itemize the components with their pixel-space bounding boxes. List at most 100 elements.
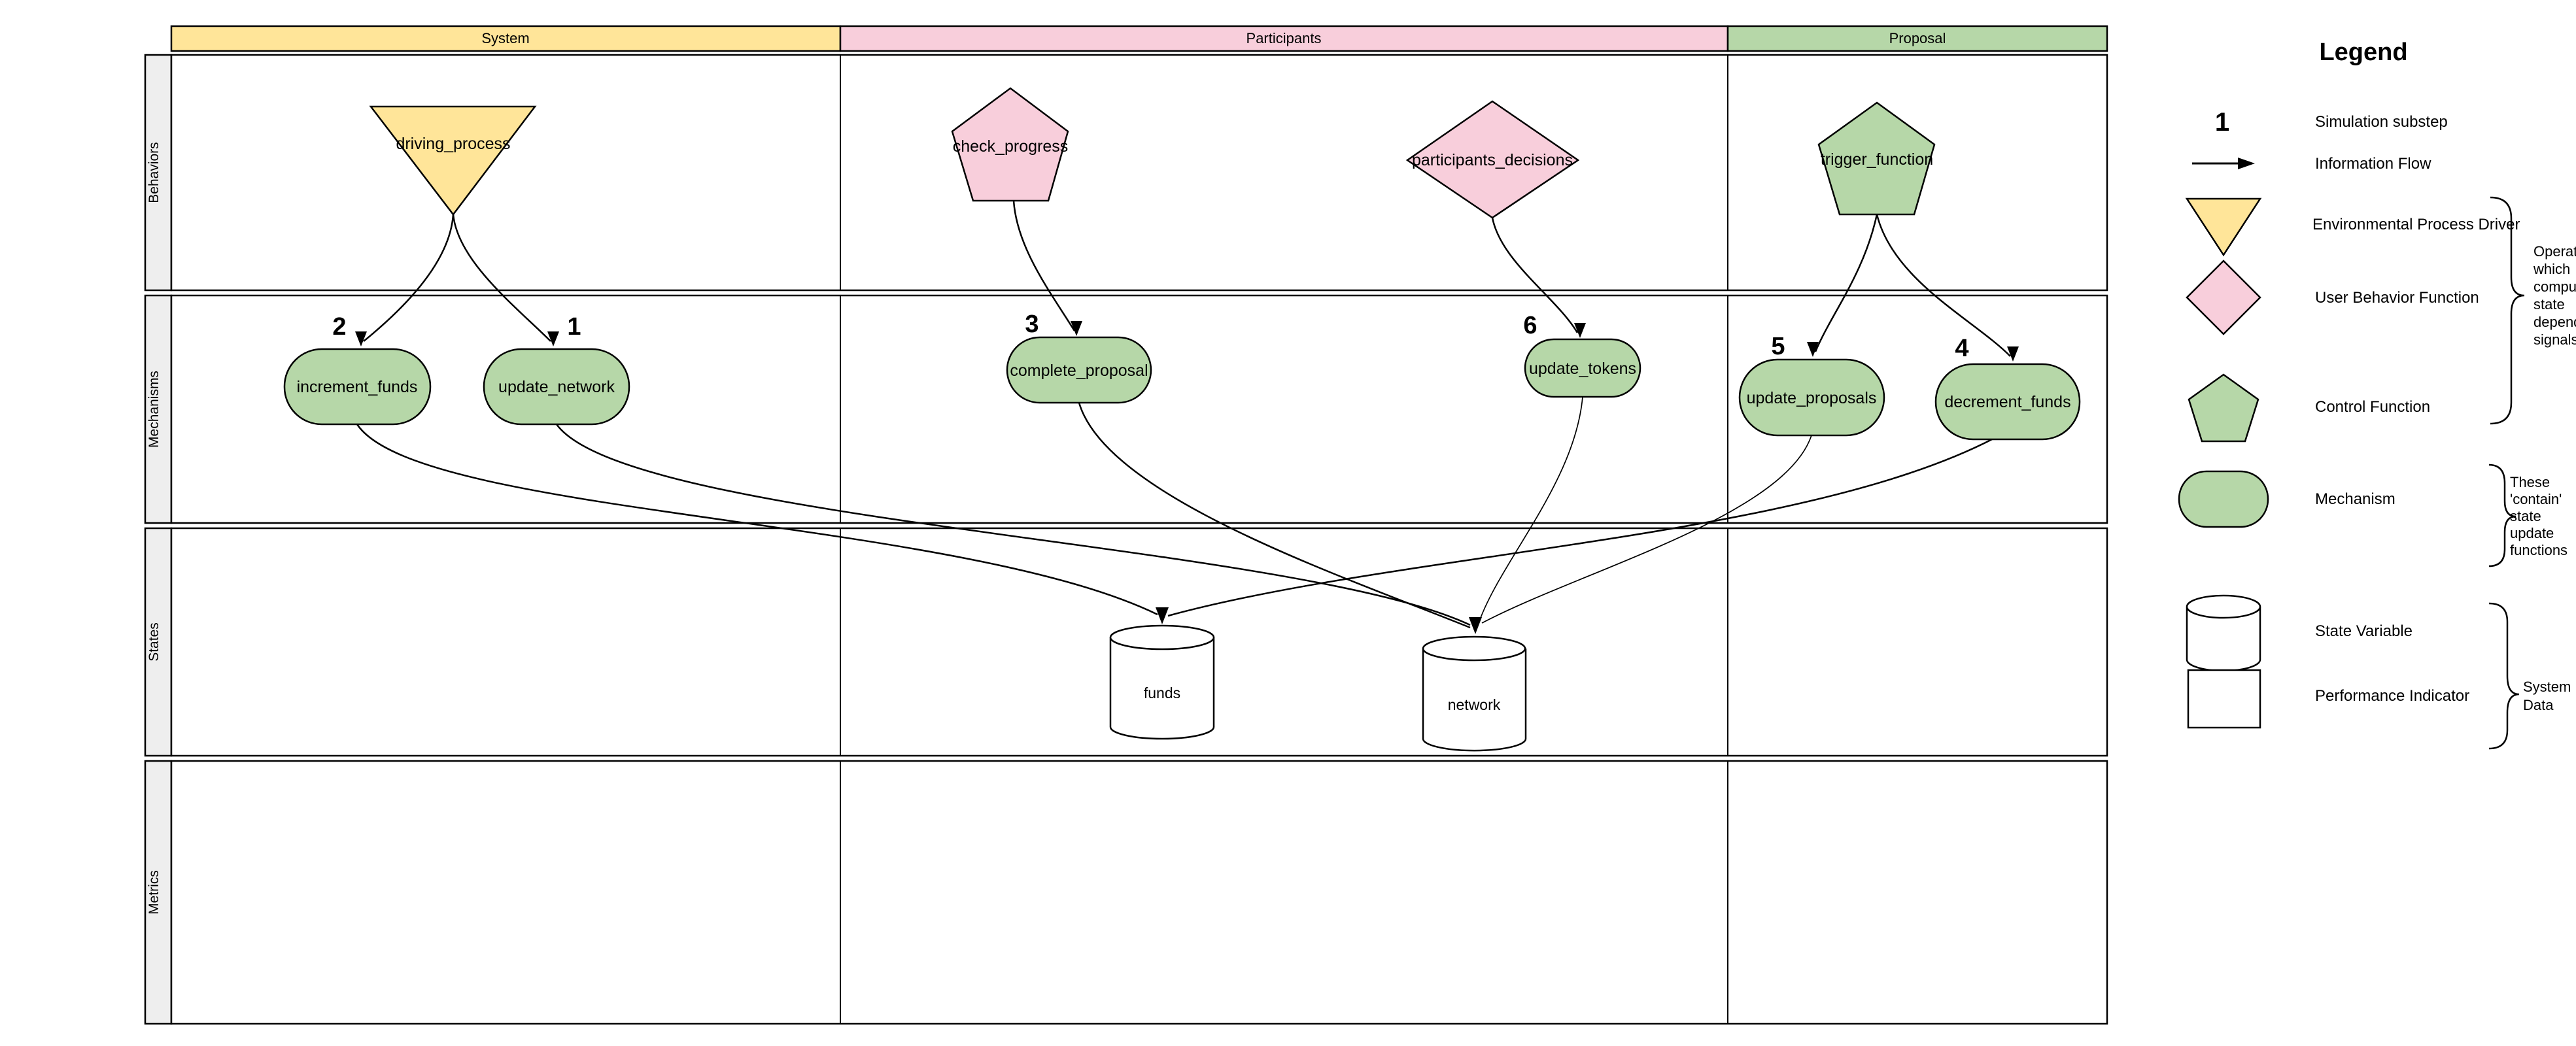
edge-trigger_function-update_proposals[interactable]	[1814, 214, 1878, 352]
substep-number: 2	[332, 313, 346, 341]
node-trigger-function-label: trigger_function	[1821, 150, 1933, 169]
arrowhead	[2007, 346, 2019, 362]
legend: Legend 1 Simulation substep Information …	[2178, 39, 2576, 750]
node-increment-funds-label: increment_funds	[297, 378, 418, 396]
node-update-network[interactable]	[483, 348, 630, 426]
edge-update_tokens-network[interactable]	[1477, 396, 1583, 626]
row-label-box-metrics[interactable]	[144, 760, 173, 1025]
node-funds[interactable]: funds	[1109, 624, 1215, 740]
arrowhead	[1156, 607, 1169, 624]
stadium-icon[interactable]	[2178, 470, 2269, 528]
node-network[interactable]: network	[1422, 635, 1527, 752]
edge-check_progress-complete_proposal[interactable]	[1012, 200, 1076, 331]
legend-item-label: User Behavior Function	[2315, 289, 2479, 307]
edge-driving_process-increment_funds[interactable]	[363, 214, 455, 342]
arrowhead	[1071, 321, 1082, 336]
edge-participants_decisions-update_tokens[interactable]	[1491, 217, 1579, 333]
cylinder-icon[interactable]	[2186, 594, 2261, 672]
legend-item-label: Control Function	[2315, 398, 2430, 416]
node-check-progress[interactable]	[951, 87, 1069, 202]
node-complete-proposal-label: complete_proposal	[1010, 362, 1148, 380]
row-behaviors-cells	[170, 54, 2108, 292]
annotation-line: signals	[2533, 331, 2576, 348]
row-label-box-mechanisms[interactable]	[144, 294, 173, 524]
pentagon-icon[interactable]	[2188, 373, 2259, 443]
legend-item-label: Mechanism	[2315, 490, 2396, 508]
node-participants-decisions[interactable]	[1405, 100, 1580, 219]
node-funds-label: funds	[1144, 684, 1180, 701]
node-check-progress-label: check_progress	[953, 137, 1068, 156]
node-decrement-funds-label: decrement_funds	[1944, 393, 2070, 411]
column-header-participants-label: Participants	[1246, 30, 1322, 46]
row-label-metrics: Metrics	[146, 870, 162, 915]
row-label-box-states[interactable]	[144, 527, 173, 757]
annotation-line: These	[2510, 474, 2550, 490]
annotation-line: which	[2533, 261, 2570, 277]
edge-update_network-network[interactable]	[555, 424, 1471, 626]
column-header-proposal[interactable]	[1726, 25, 2108, 52]
legend-title: Legend	[2319, 39, 2407, 66]
curly-brace	[2488, 602, 2520, 750]
edge-trigger_function-decrement_funds[interactable]	[1876, 214, 2011, 357]
substep-number: 5	[1771, 333, 1785, 360]
row-metrics-cells	[170, 760, 2108, 1025]
information-flow-arrow-icon[interactable]	[2192, 158, 2255, 169]
annotation-line: System	[2523, 679, 2571, 695]
diamond-icon[interactable]	[2186, 260, 2261, 335]
arrowhead	[1807, 342, 1819, 357]
node-trigger-function[interactable]	[1817, 101, 1936, 216]
row-label-box-behaviors[interactable]	[144, 54, 173, 292]
curly-brace	[2490, 196, 2525, 425]
node-complete-proposal[interactable]	[1006, 336, 1152, 404]
annotation-system-data: System Data	[2523, 679, 2571, 713]
edges	[355, 200, 2019, 634]
nodes-mechanisms: 2 increment_funds 1 update_network 3 com…	[283, 311, 2081, 441]
node-network-label: network	[1448, 696, 1501, 713]
legend-item-label: Information Flow	[2315, 155, 2431, 173]
curly-brace	[2488, 464, 2516, 567]
legend-item-label: Performance Indicator	[2315, 687, 2469, 705]
legend-item-label: State Variable	[2315, 622, 2413, 640]
row-label-mechanisms: Mechanisms	[146, 371, 162, 448]
nodes-behaviors: driving_process check_progress participa…	[369, 87, 1936, 219]
arrowhead	[355, 331, 367, 346]
node-participants-decisions-label: participants_decisions	[1412, 151, 1573, 169]
row-label-states: States	[146, 622, 162, 662]
nodes-states: funds network	[1109, 624, 1527, 752]
arrowhead	[547, 331, 559, 346]
column-header-proposal-label: Proposal	[1889, 30, 1946, 46]
annotation-contain: These 'contain' state update functions	[2510, 474, 2567, 558]
node-update-proposals[interactable]	[1738, 358, 1885, 437]
node-driving-process[interactable]	[369, 105, 537, 216]
annotation-line: Operators	[2533, 243, 2576, 260]
annotation-line: state	[2510, 508, 2541, 524]
node-update-tokens[interactable]	[1524, 338, 1641, 398]
node-update-network-label: update_network	[498, 378, 615, 396]
edge-decrement_funds-funds[interactable]	[1167, 437, 1994, 617]
edge-increment_funds-funds[interactable]	[356, 424, 1158, 616]
annotation-line: state	[2533, 296, 2565, 312]
substep-number: 6	[1523, 312, 1537, 339]
edge-driving_process-update_network[interactable]	[452, 214, 551, 342]
legend-item-label: Simulation substep	[2315, 113, 2448, 131]
column-header-participants[interactable]	[839, 25, 1729, 52]
edge-update_proposals-network[interactable]	[1481, 435, 1812, 624]
substep-number: 3	[1025, 311, 1039, 338]
node-increment-funds[interactable]	[283, 348, 432, 426]
annotation-line: Data	[2523, 697, 2554, 713]
edge-complete_proposal-network[interactable]	[1078, 402, 1471, 629]
column-header-system[interactable]	[170, 25, 842, 52]
annotation-operators: Operators which compute state dependent …	[2533, 243, 2576, 348]
node-update-proposals-label: update_proposals	[1747, 389, 1877, 407]
column-header-system-label: System	[481, 30, 529, 46]
node-decrement-funds[interactable]	[1934, 363, 2081, 441]
triangle-down-icon[interactable]	[2185, 197, 2262, 257]
arrowhead	[1574, 323, 1586, 338]
annotation-line: compute	[2533, 278, 2576, 295]
row-label-behaviors: Behaviors	[146, 142, 162, 203]
node-driving-process-label: driving_process	[396, 135, 510, 153]
substep-number: 1	[567, 313, 581, 341]
square-icon[interactable]	[2187, 669, 2261, 729]
annotation-line: dependent	[2533, 314, 2576, 330]
